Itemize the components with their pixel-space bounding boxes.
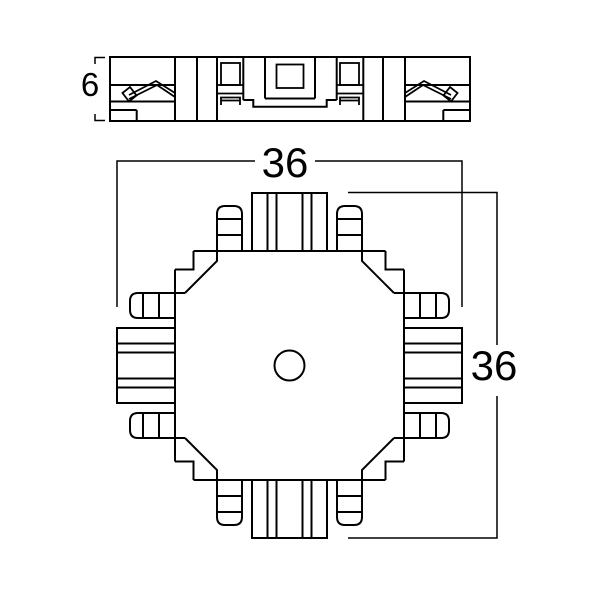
contact-cell-right <box>336 62 364 105</box>
clip-pad-right <box>442 85 459 103</box>
center-hole <box>273 349 306 382</box>
spring-clip-left <box>121 79 176 103</box>
plan-view <box>116 192 463 539</box>
end-blocks <box>110 84 470 121</box>
center-socket-block <box>243 57 337 108</box>
spring-clip-right <box>404 79 459 103</box>
corner-steps <box>175 251 404 480</box>
dimensions: 36 36 6 <box>81 56 518 539</box>
contact-cell-left <box>217 62 244 105</box>
clip-pad-left <box>121 85 138 103</box>
connector-top <box>251 192 328 251</box>
connector-left <box>116 327 175 404</box>
connector-bottom <box>251 480 328 539</box>
dim-label-side-height: 6 <box>81 66 99 103</box>
latch-tabs-right <box>404 292 450 439</box>
latch-tabs-bottom <box>216 480 363 526</box>
side-view <box>109 56 471 122</box>
dim-label-top-width: 36 <box>262 139 309 186</box>
dim-line-right-height <box>348 191 498 539</box>
dim-line-top-width <box>116 160 463 307</box>
latch-tabs-left <box>129 292 175 439</box>
body-shoulders <box>174 250 405 481</box>
connector-right <box>404 327 463 404</box>
center-socket-cavity <box>275 63 305 89</box>
side-view-outline <box>109 56 471 122</box>
dim-line-side-height <box>94 56 105 122</box>
latch-tabs-top <box>216 205 363 251</box>
side-view-dividers <box>174 57 406 121</box>
dim-label-right-height: 36 <box>471 342 518 389</box>
corner-chamfers <box>175 251 404 480</box>
